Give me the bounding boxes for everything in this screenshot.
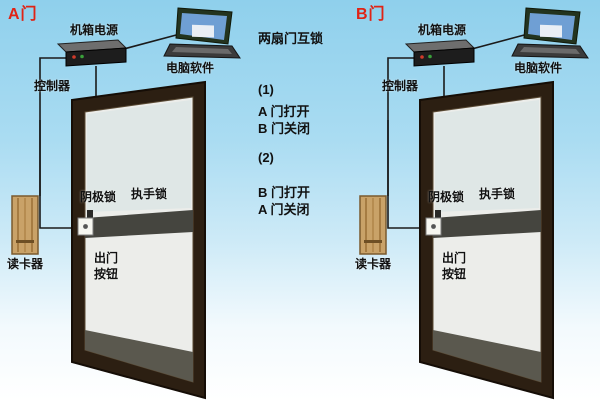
door-frame [419,80,554,400]
controller-box [404,39,476,67]
power-label: 机箱电源 [70,23,119,37]
power-label: 机箱电源 [418,23,467,37]
exit-button-label-1: 出门 [94,251,119,265]
laptop-icon [163,7,241,59]
door-panel-a: A门 机箱电源 电脑软件 控制器 阴极锁 执手锁 读卡器 出门 按钮 [0,0,250,400]
exit-button-device [77,217,94,236]
cathode-lock-label: 阴极锁 [428,190,465,204]
case2-line2: A 门关闭 [258,202,310,217]
cathode-lock-label: 阴极锁 [80,190,117,204]
case1-line1: A 门打开 [258,104,310,119]
controller-box [56,39,128,67]
handle-lock-device [435,210,441,223]
controller-label: 控制器 [34,79,71,93]
software-label: 电脑软件 [514,61,563,75]
reader-label: 读卡器 [7,257,44,271]
wiring-lines [39,33,181,229]
controller-label: 控制器 [382,79,419,93]
door-frame [71,80,206,400]
handle-lock-label: 执手锁 [479,187,516,201]
exit-button-label-2: 按钮 [94,267,119,281]
software-label: 电脑软件 [166,61,215,75]
exit-button-label-1: 出门 [442,251,467,265]
interlock-description: 两扇门互锁 (1) A 门打开 B 门关闭 (2) B 门打开 A 门关闭 [250,0,348,400]
wiring-lines [387,33,529,229]
laptop-icon [511,7,589,59]
door-a-label: A门 [8,6,38,23]
interlock-title: 两扇门互锁 [258,31,324,46]
card-reader-device [359,195,387,255]
door-a-art [11,7,241,400]
door-b-art [359,7,589,400]
door-b-label: B门 [356,6,386,23]
handle-lock-label: 执手锁 [131,187,168,201]
card-reader-device [11,195,39,255]
exit-button-device [425,217,442,236]
case2-number: (2) [258,150,274,165]
case1-line2: B 门关闭 [258,121,311,136]
case2-line1: B 门打开 [258,185,311,200]
handle-lock-device [87,210,93,223]
case1-number: (1) [258,82,274,97]
door-panel-b: B门 机箱电源 电脑软件 控制器 阴极锁 执手锁 读卡器 出门 按钮 [348,0,598,400]
reader-label: 读卡器 [355,257,392,271]
exit-button-label-2: 按钮 [442,267,467,281]
